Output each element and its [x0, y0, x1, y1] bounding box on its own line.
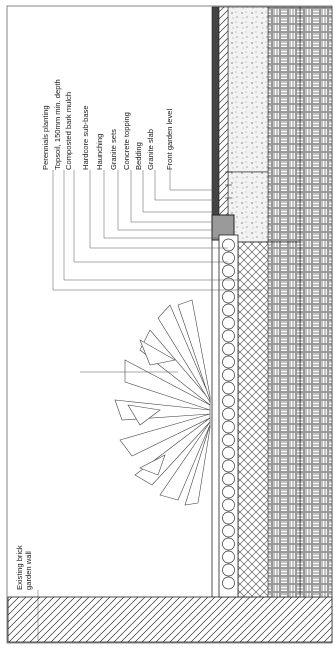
upper-paving-band	[267, 6, 301, 243]
label-hardcore: Hardcore sub-base	[81, 105, 90, 170]
wall-strip-light	[218, 6, 229, 218]
label-brick-wall-2: garden wall	[24, 551, 33, 590]
label-topsoil: Topsoil, 150mm min. depth	[53, 79, 62, 170]
level-marker	[225, 171, 232, 199]
bark-mulch-column	[218, 234, 239, 598]
mulch-circles	[222, 238, 235, 590]
perennial-plant	[114, 299, 211, 506]
leader-lines	[37, 170, 262, 640]
label-concrete-topping: Concrete topping	[122, 112, 131, 170]
label-granite-sets: Granite sets	[109, 129, 118, 170]
label-granite-slab: Granite slab	[146, 129, 155, 170]
wall-strip-dark	[211, 6, 220, 218]
label-bedding: Bedding	[134, 142, 143, 170]
lower-paving-band	[267, 241, 301, 598]
concrete-layer	[227, 6, 269, 173]
label-bark-mulch: Composted bark mulch	[64, 92, 73, 170]
label-front-garden-level: Front garden level	[165, 108, 174, 170]
label-haunching: Haunching	[95, 134, 104, 170]
label-brick-wall-1: Existing brick	[15, 545, 24, 590]
paving-band	[299, 6, 333, 598]
brick-garden-wall	[7, 596, 333, 643]
label-perennials: Perennials planting	[41, 105, 50, 170]
